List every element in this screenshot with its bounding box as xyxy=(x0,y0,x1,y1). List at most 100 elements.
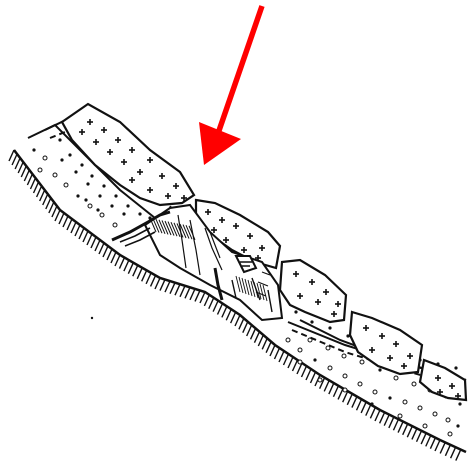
hatch-tick xyxy=(266,342,271,353)
hatch-tick xyxy=(352,397,357,408)
hatch-tick xyxy=(87,234,92,245)
circle-mark xyxy=(446,418,450,422)
hatch-tick xyxy=(329,383,334,394)
dot-mark xyxy=(86,182,89,185)
dot-mark xyxy=(58,138,61,141)
hatch-tick xyxy=(243,322,248,333)
dot-mark xyxy=(96,208,99,211)
circle-mark xyxy=(113,223,117,227)
hatch-tick xyxy=(366,405,371,416)
hatch-tick xyxy=(195,290,200,301)
hatch-tick xyxy=(426,435,431,446)
stray-dot xyxy=(91,317,93,319)
dot-mark xyxy=(74,170,77,173)
hatch-tick xyxy=(133,265,138,276)
hatch-tick xyxy=(226,309,231,320)
dot-mark xyxy=(98,194,101,197)
hatch-tick xyxy=(357,399,362,410)
circle-mark xyxy=(433,412,437,416)
hatch-tick xyxy=(91,237,96,248)
hatch-tick xyxy=(293,360,298,371)
hatch-tick xyxy=(421,433,426,444)
hatch-tick xyxy=(239,318,244,329)
circle-mark xyxy=(412,382,416,386)
circle-mark xyxy=(100,213,104,217)
hatch-tick xyxy=(407,426,412,437)
hatch-tick xyxy=(306,369,311,380)
hatch-tick xyxy=(75,225,80,236)
circle-mark xyxy=(448,432,452,436)
hatch-tick xyxy=(151,275,156,286)
hatch-tick xyxy=(67,219,72,230)
hatch-tick xyxy=(380,412,385,423)
circle-mark xyxy=(298,348,302,352)
circle-mark xyxy=(88,204,92,208)
hatch-tick xyxy=(12,154,17,165)
hatch-tick xyxy=(258,335,263,346)
dot-mark xyxy=(370,402,373,405)
hatch-tick xyxy=(288,357,293,368)
dot-mark xyxy=(32,148,35,151)
hatch-tick xyxy=(343,391,348,402)
hatch-tick xyxy=(46,198,51,209)
circle-mark xyxy=(342,354,346,358)
circle-mark xyxy=(43,156,47,160)
dot-mark xyxy=(378,368,381,371)
circle-mark xyxy=(343,388,347,392)
circle-mark xyxy=(318,378,322,382)
hatch-tick xyxy=(262,338,267,349)
hatch-tick xyxy=(9,150,14,161)
hatch-tick xyxy=(185,287,190,298)
circle-mark xyxy=(423,424,427,428)
hatch-tick xyxy=(52,206,57,217)
dot-mark xyxy=(328,326,331,329)
hatch-tick xyxy=(235,315,240,326)
hatch-tick xyxy=(40,190,45,201)
hatch-tick xyxy=(79,228,84,239)
dot-mark xyxy=(60,158,63,161)
hatch-tick xyxy=(107,249,112,260)
hatch-tick xyxy=(18,162,23,173)
hatch-tick xyxy=(398,422,403,433)
hatch-tick xyxy=(275,348,280,359)
circle-mark xyxy=(53,173,57,177)
dot-mark xyxy=(458,402,461,405)
circle-mark xyxy=(403,400,407,404)
hatch-tick xyxy=(333,386,338,397)
hatch-tick xyxy=(403,424,408,435)
hatch-tick xyxy=(103,246,108,257)
dot-mark xyxy=(84,198,87,201)
hatch-tick xyxy=(430,438,435,449)
hatch-tick xyxy=(279,351,284,362)
dot-mark xyxy=(126,204,129,207)
hatch-tick xyxy=(124,260,129,271)
hatch-tick xyxy=(302,366,307,377)
hatch-tick xyxy=(146,273,151,284)
hatch-tick xyxy=(324,380,329,391)
hatch-tick xyxy=(83,231,88,242)
dot-mark xyxy=(456,424,459,427)
hatch-tick xyxy=(347,394,352,405)
dot-mark xyxy=(102,184,105,187)
circle-mark xyxy=(360,360,364,364)
hatch-tick xyxy=(34,182,39,193)
hatch-tick xyxy=(180,286,185,297)
hatch-tick xyxy=(27,174,32,185)
dot-mark xyxy=(313,358,316,361)
hatch-tick xyxy=(21,166,26,177)
dot-mark xyxy=(110,204,113,207)
hatch-tick xyxy=(155,278,160,289)
hatch-tick xyxy=(37,186,42,197)
dot-mark xyxy=(122,212,125,215)
circle-mark xyxy=(394,376,398,380)
dot-mark xyxy=(294,310,297,313)
hatch-tick xyxy=(284,354,289,365)
hatch-tick xyxy=(49,202,54,213)
hatch-tick xyxy=(270,345,275,356)
hatch-tick xyxy=(43,194,48,205)
hatch-tick xyxy=(24,170,29,181)
dot-mark xyxy=(114,194,117,197)
hatch-tick xyxy=(15,158,20,169)
hatch-tick xyxy=(55,210,60,221)
